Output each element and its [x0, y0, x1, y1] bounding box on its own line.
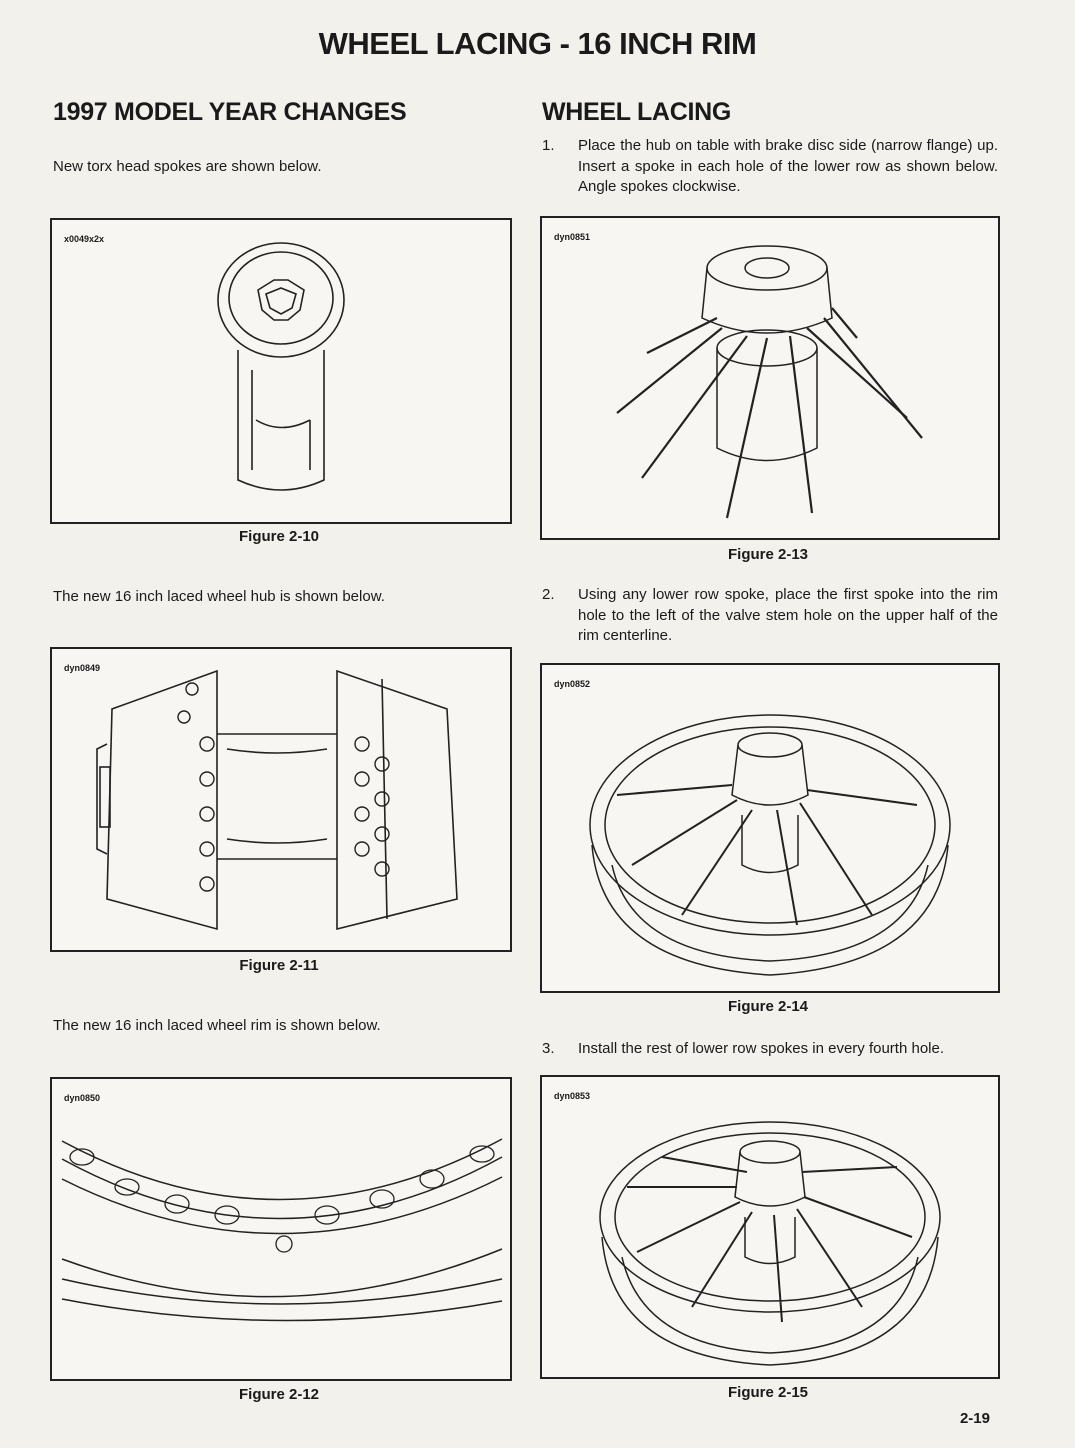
figure-2-12-caption: Figure 2-12 — [238, 1386, 320, 1403]
figure-id: dyn0851 — [554, 232, 591, 242]
wheel-hub-illustration — [96, 669, 458, 931]
rim-with-spokes-illustration — [589, 714, 951, 976]
rim-section-illustration — [61, 1138, 503, 1322]
figure-2-13: dyn0851 — [540, 216, 1000, 540]
figure-id: dyn0850 — [64, 1093, 101, 1103]
figure-id: dyn0853 — [554, 1091, 591, 1101]
step-2: 2. Using any lower row spoke, place the … — [542, 585, 998, 647]
figure-2-12: dyn0850 — [50, 1077, 512, 1381]
step-number: 1. — [542, 137, 555, 154]
figure-id: dyn0849 — [64, 663, 101, 673]
rim-partially-laced-illustration — [599, 1121, 941, 1366]
step-text: Using any lower row spoke, place the fir… — [578, 586, 998, 644]
step-text: Place the hub on table with brake disc s… — [578, 137, 998, 195]
hub-text: The new 16 inch laced wheel hub is shown… — [53, 588, 385, 605]
figure-id: x0049x2x — [64, 234, 105, 244]
figure-2-10: x0049x2x — [50, 218, 512, 524]
figure-2-15-caption: Figure 2-15 — [727, 1384, 809, 1401]
page-title: WHEEL LACING - 16 INCH RIM — [318, 26, 757, 61]
step-3: 3. Install the rest of lower row spokes … — [542, 1039, 998, 1061]
figure-2-14: dyn0852 — [540, 663, 1000, 993]
rim-text: The new 16 inch laced wheel rim is shown… — [53, 1017, 381, 1034]
step-number: 3. — [542, 1040, 555, 1057]
model-year-heading: 1997 MODEL YEAR CHANGES — [53, 98, 407, 126]
wheel-lacing-heading: WHEEL LACING — [542, 98, 731, 126]
hub-with-spokes-illustration — [616, 245, 923, 519]
torx-spoke-illustration — [217, 242, 345, 491]
page-number: 2-19 — [959, 1410, 990, 1427]
figure-2-11: dyn0849 — [50, 647, 512, 952]
figure-2-13-caption: Figure 2-13 — [727, 546, 809, 563]
step-1: 1. Place the hub on table with brake dis… — [542, 136, 998, 198]
step-number: 2. — [542, 586, 555, 603]
figure-2-15: dyn0853 — [540, 1075, 1000, 1379]
step-text: Install the rest of lower row spokes in … — [578, 1040, 945, 1057]
figure-2-14-caption: Figure 2-14 — [727, 998, 809, 1015]
figure-2-11-caption: Figure 2-11 — [239, 957, 319, 974]
intro-text: New torx head spokes are shown below. — [53, 158, 322, 175]
figure-2-10-caption: Figure 2-10 — [238, 528, 320, 545]
figure-id: dyn0852 — [554, 679, 591, 689]
